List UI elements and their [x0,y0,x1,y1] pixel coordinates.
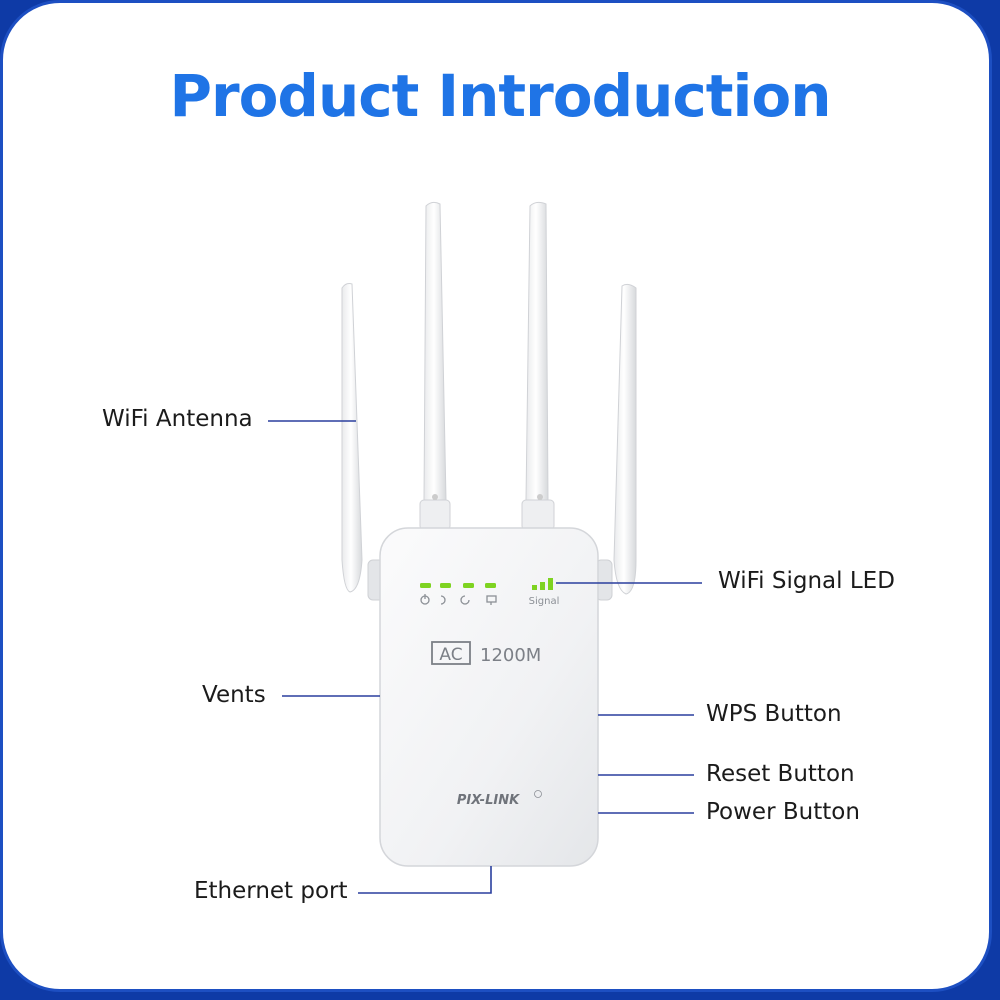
signal-bars [532,578,553,590]
model-speed: 1200M [480,645,541,666]
model-badge-box [431,641,471,665]
antenna-center-right [521,201,555,531]
callout-wifi-signal-led: WiFi Signal LED [718,568,895,594]
callout-ethernet-port: Ethernet port [194,878,348,904]
callout-power-button: Power Button [706,799,860,825]
antenna-center-left [419,201,451,531]
signal-text: Signal [529,596,560,607]
page-title: Product Introduction [169,62,831,130]
antenna-far-right [613,283,637,595]
callout-vents: Vents [202,682,266,708]
router-body [379,527,599,867]
model-badge: AC [439,645,462,665]
status-leds [420,583,496,588]
brand-logo: PIX-LINK [457,793,520,808]
registered-icon [534,790,542,798]
led-icons [420,594,497,605]
callout-wps-button: WPS Button [706,701,842,727]
antenna-far-left [341,283,363,593]
leader-lines [268,420,702,894]
callout-wifi-antenna: WiFi Antenna [102,406,253,432]
callout-reset-button: Reset Button [706,761,855,787]
